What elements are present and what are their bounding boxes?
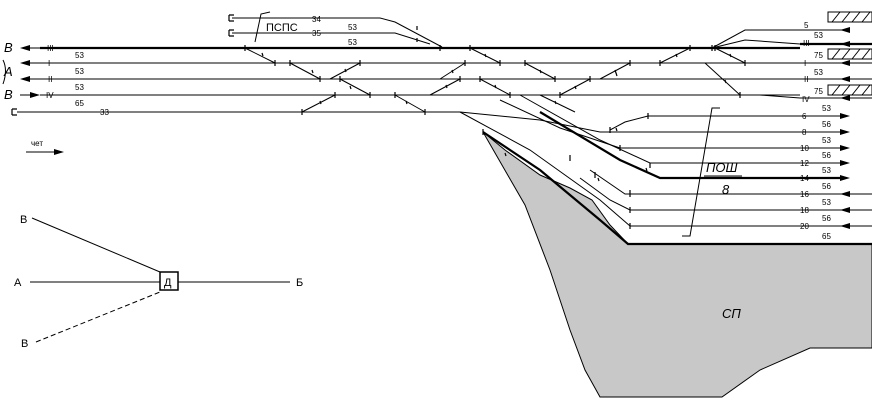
scheme-node-d: Д bbox=[164, 277, 172, 289]
track-length: 53 bbox=[75, 51, 84, 60]
posh-number: 8 bbox=[722, 182, 730, 197]
track-length: 65 bbox=[75, 99, 84, 108]
fan-length: 65 bbox=[822, 232, 831, 241]
left-arrows bbox=[2, 45, 40, 98]
scheme-node-v2: В bbox=[21, 338, 28, 350]
sp-label: СП bbox=[722, 306, 741, 321]
fan-length: 53 bbox=[822, 198, 831, 207]
right-length: 75 bbox=[814, 51, 823, 60]
fan-tracks bbox=[459, 94, 872, 246]
fan-track-number: 20 bbox=[800, 222, 809, 231]
right-track-number: I bbox=[804, 59, 806, 68]
right-tracks bbox=[711, 27, 872, 101]
fan-length: 53 bbox=[822, 104, 831, 113]
direction-label: А bbox=[3, 64, 13, 79]
fan-ticks bbox=[482, 113, 651, 229]
right-track-number: IV bbox=[802, 95, 810, 104]
track-number: II bbox=[48, 75, 52, 84]
track-number: I bbox=[48, 59, 50, 68]
junction-scheme bbox=[30, 217, 290, 343]
fan-track-number: 14 bbox=[800, 174, 809, 183]
even-direction-arrow bbox=[26, 149, 64, 155]
fan-track-number: 8 bbox=[802, 128, 807, 137]
right-track-number: 5 bbox=[804, 21, 809, 30]
sorting-yard-area bbox=[482, 131, 872, 398]
parking-length: 53 bbox=[348, 23, 357, 32]
even-direction-label: чет bbox=[31, 139, 43, 148]
right-length: 53 bbox=[814, 68, 823, 77]
fan-track-number: 16 bbox=[800, 190, 809, 199]
right-length: 53 bbox=[814, 31, 823, 40]
right-length: 75 bbox=[814, 87, 823, 96]
switch-ticks bbox=[244, 45, 746, 115]
fan-arrows bbox=[800, 113, 872, 229]
direction-label: В bbox=[4, 40, 13, 55]
parking-track-number: 35 bbox=[312, 29, 321, 38]
parking-label: ПСПС bbox=[266, 22, 298, 34]
fan-track-number: 18 bbox=[800, 206, 809, 215]
fan-track-number: 12 bbox=[800, 159, 809, 168]
posh-bracket bbox=[682, 107, 720, 237]
direction-label: В bbox=[4, 87, 13, 102]
hatched-blocks bbox=[827, 11, 872, 96]
scheme-node-b: Б bbox=[296, 277, 303, 289]
track-number: IV bbox=[46, 91, 54, 100]
parking-track-number: 34 bbox=[312, 15, 321, 24]
fan-track-number: 10 bbox=[800, 144, 809, 153]
fan-length: 53 bbox=[822, 136, 831, 145]
fan-length: 56 bbox=[822, 120, 831, 129]
track-length: 53 bbox=[75, 67, 84, 76]
fan-track-number: 6 bbox=[802, 112, 807, 121]
scheme-node-a: А bbox=[14, 277, 22, 289]
right-track-number: II bbox=[804, 75, 808, 84]
posh-label: ПОШ bbox=[706, 160, 738, 175]
main-tracks bbox=[11, 46, 801, 116]
fan-length: 56 bbox=[822, 182, 831, 191]
parking-length: 53 bbox=[348, 38, 357, 47]
fan-length: 56 bbox=[822, 151, 831, 160]
fan-length: 56 bbox=[822, 214, 831, 223]
track-number: III bbox=[47, 44, 54, 53]
track-length: 53 bbox=[75, 83, 84, 92]
scheme-node-v1: В bbox=[20, 214, 27, 226]
track-number: 33 bbox=[100, 108, 109, 117]
crossovers bbox=[244, 29, 800, 113]
parking-tracks bbox=[228, 11, 443, 48]
fan-length: 53 bbox=[822, 166, 831, 175]
right-track-number: III bbox=[803, 39, 810, 48]
